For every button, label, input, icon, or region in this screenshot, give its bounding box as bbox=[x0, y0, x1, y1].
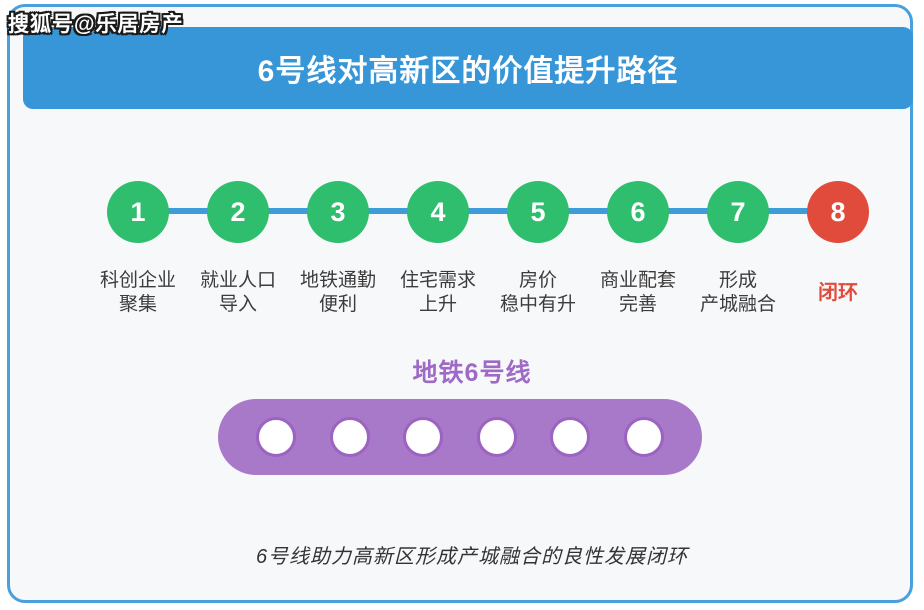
step-label: 科创企业聚集 bbox=[99, 270, 176, 315]
step-number-circle: 7 bbox=[707, 181, 769, 243]
connector-line bbox=[138, 208, 838, 214]
flow-step: 4 住宅需求上升 bbox=[388, 181, 488, 317]
step-label: 就业人口导入 bbox=[199, 270, 276, 315]
subway-line-label: 地铁6号线 bbox=[412, 359, 532, 387]
step-number-circle: 5 bbox=[507, 181, 569, 243]
flow-steps: 1 科创企业聚集 2 就业人口导入 3 地铁通勤便利 4 bbox=[88, 181, 888, 317]
header-banner: 6号线对高新区的价值提升路径 bbox=[23, 27, 913, 109]
frame-border: 6号线对高新区的价值提升路径 1 科创企业聚集 2 就业人口导入 bbox=[7, 4, 913, 603]
step-label: 地铁通勤便利 bbox=[299, 270, 376, 315]
flow-step: 2 就业人口导入 bbox=[188, 181, 288, 317]
step-label: 住宅需求上升 bbox=[399, 270, 476, 315]
step-label: 闭环 bbox=[818, 282, 858, 304]
step-number-circle: 6 bbox=[607, 181, 669, 243]
station-dot bbox=[256, 417, 296, 457]
subway-line-bar bbox=[218, 399, 702, 475]
step-number-circle: 8 bbox=[807, 181, 869, 243]
flow-diagram: 1 科创企业聚集 2 就业人口导入 3 地铁通勤便利 4 bbox=[10, 7, 924, 327]
page-title: 6号线对高新区的价值提升路径 bbox=[257, 55, 679, 88]
watermark: 搜狐号@乐居房产 bbox=[8, 13, 184, 36]
flow-step: 8 闭环 bbox=[788, 181, 888, 317]
step-label: 房价稳中有升 bbox=[499, 270, 576, 315]
step-number-circle: 3 bbox=[307, 181, 369, 243]
step-label: 形成产城融合 bbox=[699, 270, 776, 315]
flow-step: 6 商业配套完善 bbox=[588, 181, 688, 317]
station-dot bbox=[403, 417, 444, 457]
step-number-circle: 2 bbox=[207, 181, 269, 243]
step-label: 商业配套完善 bbox=[599, 270, 676, 315]
flow-step: 5 房价稳中有升 bbox=[488, 181, 588, 317]
flow-step: 1 科创企业聚集 bbox=[88, 181, 188, 317]
station-dot bbox=[329, 417, 370, 457]
station-dot bbox=[476, 417, 517, 457]
step-number-circle: 1 bbox=[107, 181, 169, 243]
step-number-circle: 4 bbox=[407, 181, 469, 243]
station-dot bbox=[623, 417, 664, 457]
flow-step: 3 地铁通勤便利 bbox=[288, 181, 388, 317]
station-dot bbox=[550, 417, 591, 457]
flow-step: 7 形成产城融合 bbox=[688, 181, 788, 317]
caption-text: 6号线助力高新区形成产城融合的良性发展闭环 bbox=[255, 546, 689, 568]
